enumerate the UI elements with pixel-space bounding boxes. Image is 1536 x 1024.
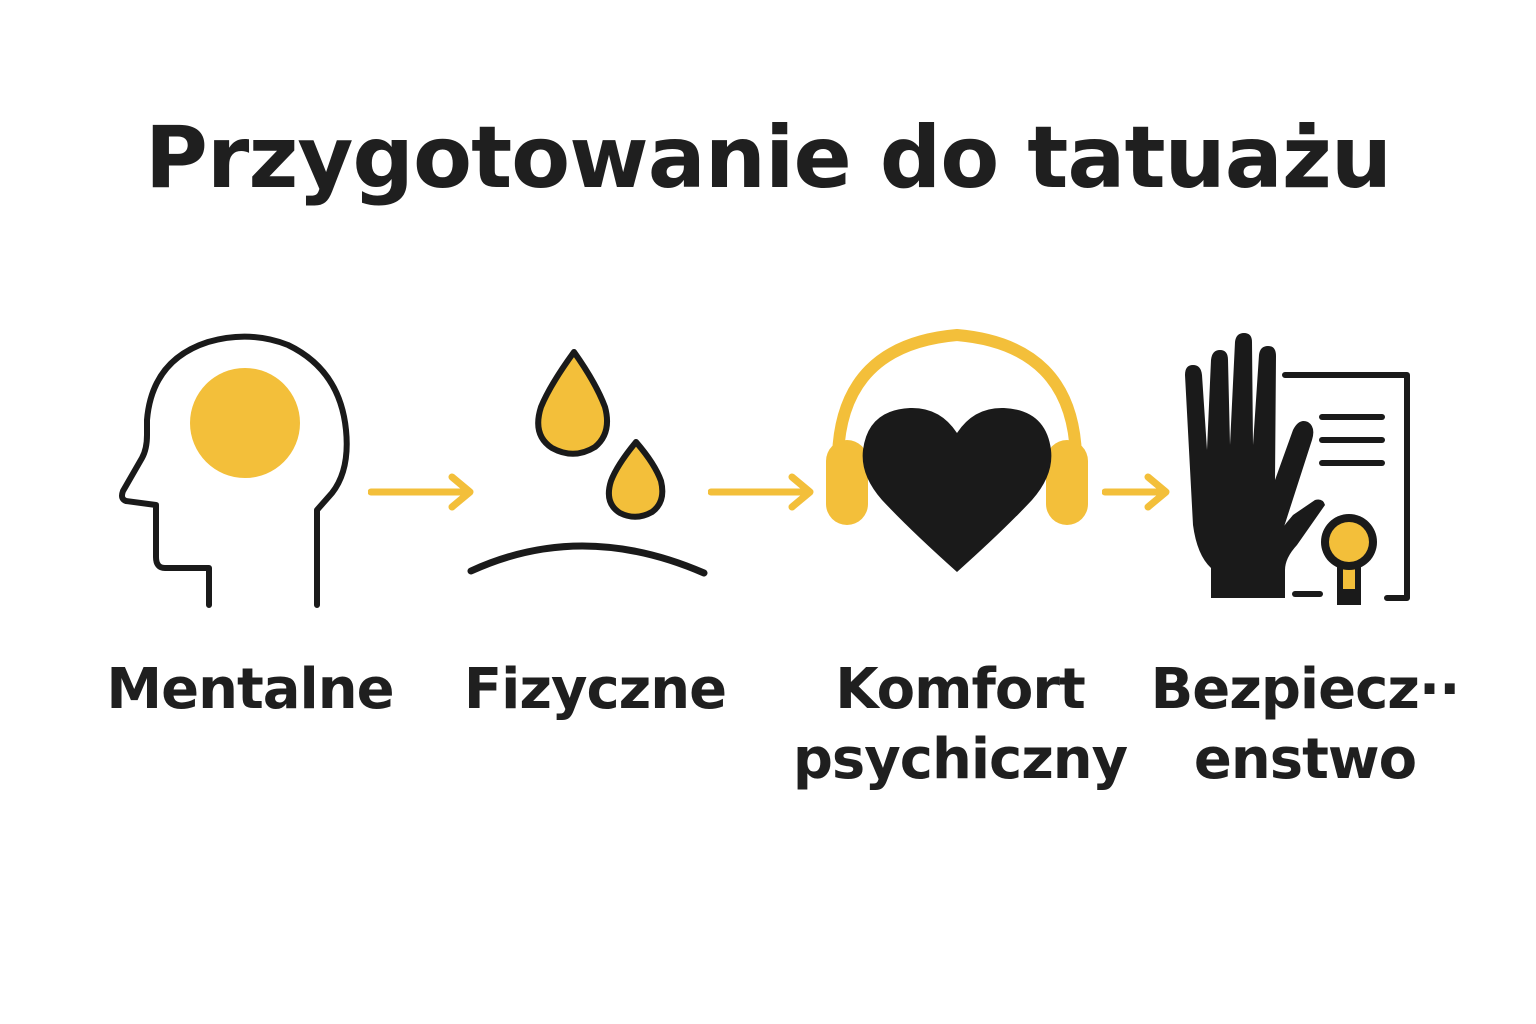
step-label-bezpieczenstwo: Bezpiecz·· enstwo — [1150, 657, 1461, 792]
arrow-icon — [368, 473, 474, 511]
diagram-title: Przygotowanie do tatuażu — [144, 108, 1392, 208]
step-label-komfort: Komfort psychiczny — [792, 657, 1128, 792]
arrow-icon — [708, 473, 814, 511]
water-drops-skin-icon — [467, 349, 708, 577]
hand-certificate-icon — [1185, 333, 1410, 605]
step-label-mentalne: Mentalne — [106, 657, 394, 722]
arrow-icon — [1102, 473, 1170, 511]
head-mind-icon — [119, 333, 350, 608]
step-label-fizyczne: Fizyczne — [463, 657, 727, 722]
heart-headphones-icon — [826, 328, 1088, 572]
